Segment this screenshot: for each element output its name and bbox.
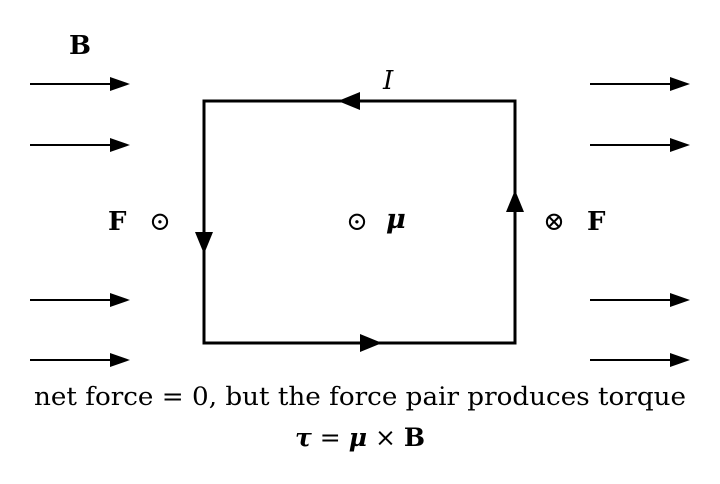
field-arrow (590, 77, 690, 91)
field-arrow (590, 293, 690, 307)
current-arrow-bottom (360, 334, 382, 352)
moment-label: μ (386, 204, 406, 235)
equals-sign: = (312, 423, 349, 452)
field-arrows-right (590, 77, 690, 367)
force-label-left: F (108, 207, 127, 237)
field-arrow (590, 138, 690, 152)
field-arrow (30, 353, 130, 367)
current-arrow-right (506, 190, 524, 212)
field-label: B (69, 31, 91, 61)
torque-symbol: τ (295, 423, 312, 452)
field-arrows-left (30, 77, 130, 367)
times-sign: × (367, 423, 404, 452)
force-label-right: F (587, 207, 606, 237)
field-arrow (590, 353, 690, 367)
current-arrow-top (338, 92, 360, 110)
field-symbol: B (404, 423, 425, 452)
into-page-symbol-right: ⊗ (543, 207, 565, 237)
current-label: I (382, 66, 394, 96)
moment-out-of-page-symbol: ⊙ (346, 207, 368, 237)
out-of-page-symbol-left: ⊙ (149, 207, 171, 237)
field-arrow (30, 138, 130, 152)
field-arrow (30, 77, 130, 91)
caption-torque-equation: τ = μ × B (295, 423, 425, 452)
moment-symbol: μ (349, 423, 367, 452)
caption-line-1: net force = 0, but the force pair produc… (34, 382, 686, 411)
field-arrow (30, 293, 130, 307)
current-arrow-left (195, 232, 213, 254)
